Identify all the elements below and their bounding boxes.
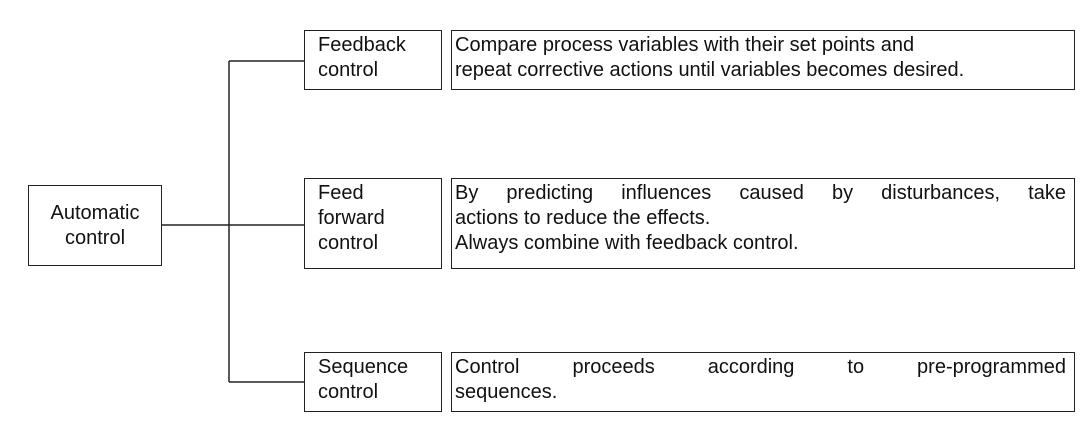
description-line: Always combine with feedback control. [455, 232, 799, 254]
root-label-line: Automatic [50, 201, 140, 224]
description-line: Compare process variables with their set… [455, 34, 915, 56]
description-line: actions to reduce the effects. [455, 207, 711, 229]
sequence-control-label-box: Sequence control [304, 352, 442, 412]
root-label-line: control [64, 226, 126, 249]
description-line: By predicting influences caused by distu… [455, 182, 1066, 204]
branch-label-line: control [318, 232, 379, 254]
description-line: Control proceeds according to pre-progra… [455, 356, 1066, 378]
feedforward-control-label-box: Feed forward control [304, 178, 442, 269]
description-line: repeat corrective actions until variable… [455, 59, 965, 81]
feedforward-control-description-box: By predicting influences caused by distu… [451, 178, 1075, 269]
branch-label-line: control [318, 381, 379, 403]
branch-label-line: Feedback [318, 34, 406, 56]
sequence-control-description-box: Control proceeds according to pre-progra… [451, 352, 1075, 412]
automatic-control-box: Automatic control [28, 185, 162, 266]
description-line: sequences. [455, 381, 558, 403]
branch-label-line: forward [318, 207, 385, 229]
branch-label-line: control [318, 59, 379, 81]
feedback-control-label-box: Feedback control [304, 30, 442, 90]
branch-label-line: Sequence [318, 356, 409, 378]
feedback-control-description-box: Compare process variables with their set… [451, 30, 1075, 90]
branch-label-line: Feed [318, 182, 364, 204]
